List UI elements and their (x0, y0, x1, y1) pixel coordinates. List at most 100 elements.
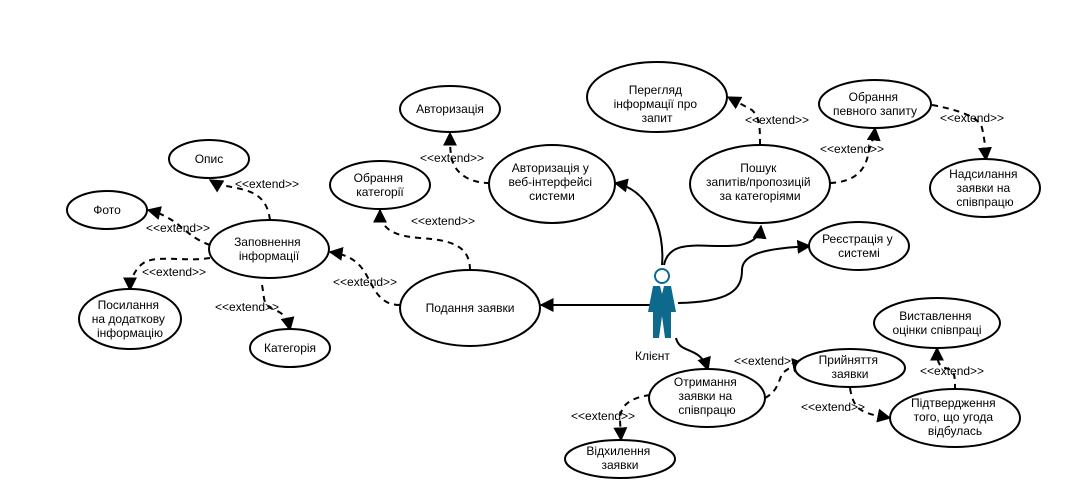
usecase-label: Посилання (98, 298, 159, 312)
svg-text:Категорія: Категорія (264, 341, 316, 355)
usecase-label: співпрацю (678, 403, 735, 417)
associations (539, 178, 812, 372)
usecase-label: Обрання (354, 171, 403, 185)
extend-fill-link (123, 257, 211, 292)
usecase-label: Отримання (674, 375, 737, 389)
extend-fill-description (208, 179, 271, 221)
extend-label: <<extend>> (734, 354, 798, 368)
usecase-fill-info[interactable]: Заповнення інформації (208, 219, 330, 279)
usecase-label: Пошук (740, 161, 777, 175)
svg-text:Перегляд інформації пр: Перегляд інформації про запит (614, 83, 701, 125)
usecase-register[interactable]: Реєстрація у системі (808, 221, 910, 271)
usecase-label: Прийняття (819, 353, 878, 367)
association-actor-search (663, 224, 767, 266)
extend-submit-category (373, 208, 471, 271)
usecase-send-request[interactable]: Надсилання заявки на співпрацю (929, 158, 1041, 218)
usecase-description[interactable]: Опис (168, 139, 250, 179)
svg-text:Пошук запитів/пропозиц: Пошук запитів/пропозицій за категоріями (706, 161, 814, 203)
extend-choose-send (931, 104, 992, 162)
usecase-label: Категорія (264, 341, 316, 355)
extend-label: <<extend>> (920, 364, 984, 378)
usecase-label: Авторизація у (512, 161, 589, 175)
svg-text:Надсилання заявки на: Надсилання заявки на співпрацю (949, 167, 1021, 209)
extend-authweb-auth (443, 131, 491, 184)
usecase-choose-request[interactable]: Обрання певного запиту (818, 79, 932, 129)
extend-fill-photo (146, 206, 211, 246)
svg-text:Виставлення оцінки спі: Виставлення оцінки співпраці (892, 309, 981, 337)
usecase-label: Подання заявки (426, 301, 515, 315)
association-actor-register (677, 239, 812, 304)
extend-confirm-rate (930, 346, 956, 391)
usecase-auth-web[interactable]: Авторизація у веб-інтерфейсі системи (488, 144, 616, 224)
extend-label: <<extend>> (333, 275, 397, 289)
usecase-reject[interactable]: Відхилення заявки (564, 439, 676, 479)
usecase-label: запитів/пропозицій (706, 175, 811, 189)
usecase-label: системі (838, 246, 880, 260)
extend-search-choose (829, 126, 881, 184)
extend-label: <<extend>> (146, 221, 210, 235)
extend-accept-confirm (849, 387, 892, 423)
usecase-label: Фото (93, 203, 121, 217)
usecase-accept[interactable]: Прийняття заявки (794, 348, 906, 388)
usecase-label: на додаткову (92, 312, 165, 326)
usecase-label: певного запиту (833, 104, 917, 118)
svg-text:Заповнення інформації: Заповнення інформації (234, 235, 304, 263)
extend-label: <<extend>> (571, 409, 635, 423)
extend-label: <<extend>> (420, 151, 484, 165)
association-actor-receive (675, 337, 711, 372)
usecase-authorization[interactable]: Авторизація (399, 85, 501, 133)
extend-receive-reject (613, 394, 651, 442)
svg-text:Відхилення заявки: Відхилення заявки (586, 444, 653, 472)
extend-label: <<extend>> (235, 177, 299, 191)
extend-label: <<extend>> (142, 265, 206, 279)
usecase-link[interactable]: Посилання на додаткову інформацію (78, 288, 182, 350)
svg-text:Отримання заявки на: Отримання заявки на співпрацю (674, 375, 740, 417)
usecase-category[interactable]: Категорія (249, 328, 331, 368)
extend-label: <<extend>> (820, 142, 884, 156)
usecase-label: Реєстрація у (822, 232, 893, 246)
actor-figure-icon (648, 268, 676, 338)
usecase-label: Перегляд (629, 83, 682, 97)
usecase-search[interactable]: Пошук запитів/пропозицій за категоріями (689, 144, 831, 224)
svg-text:Обрання категорії: Обрання категорії (354, 171, 407, 199)
usecase-label: Опис (195, 152, 224, 166)
usecase-label: відбулась (928, 424, 982, 438)
usecase-label: категорії (356, 185, 404, 199)
usecase-photo[interactable]: Фото (66, 190, 148, 230)
usecase-label: Виставлення (899, 309, 971, 323)
usecase-label: за категоріями (719, 189, 800, 203)
usecase-label: Відхилення (586, 444, 650, 458)
usecase-rate[interactable]: Виставлення оцінки співпраці (873, 297, 1001, 349)
extend-label: <<extend>> (745, 113, 809, 127)
svg-text:Опис: Опис (195, 152, 224, 166)
extend-label: <<extend>> (215, 300, 279, 314)
usecase-label: інформації про (614, 97, 698, 111)
svg-text:Реєстрація у системі: Реєстрація у системі (822, 232, 896, 260)
extend-label: <<extend>> (411, 214, 475, 228)
usecase-label: співпрацю (956, 195, 1013, 209)
usecase-view-info[interactable]: Перегляд інформації про запит (586, 61, 728, 133)
svg-text:Обрання певного запиту: Обрання певного запиту (833, 90, 917, 118)
extend-labels: <<extend>> <<extend>> <<extend>> <<exten… (142, 111, 1004, 423)
usecase-confirm[interactable]: Підтвердження того, що угода відбулась (889, 388, 1021, 448)
usecase-choose-category[interactable]: Обрання категорії (329, 160, 431, 210)
usecase-label: Обрання (849, 90, 898, 104)
usecase-label: Заповнення (234, 235, 301, 249)
usecase-label: системи (529, 189, 575, 203)
svg-text:Фото: Фото (93, 203, 121, 217)
actor-client[interactable]: Клієнт (635, 268, 676, 363)
usecase-receive[interactable]: Отримання заявки на співпрацю (648, 368, 766, 428)
usecase-label: запит (642, 111, 673, 125)
usecase-submit[interactable]: Подання заявки (399, 269, 541, 347)
usecase-label: заявки на (679, 389, 733, 403)
use-cases: Авторизація Авторизація у веб-інтерфейсі… (66, 61, 1041, 479)
svg-text:Прийняття заявки: Прийняття заявки (819, 353, 882, 381)
svg-text:Підтвердження того, що: Підтвердження того, що угода відбулась (911, 396, 999, 438)
extend-fill-categoria (261, 284, 295, 332)
extend-submit-fill (328, 246, 401, 306)
svg-text:Авторизація у веб-інте: Авторизація у веб-інтерфейсі системи (509, 161, 596, 203)
usecase-label: Авторизація (416, 102, 484, 116)
usecase-label: веб-інтерфейсі (509, 175, 593, 189)
usecase-label: заявки на (957, 181, 1011, 195)
